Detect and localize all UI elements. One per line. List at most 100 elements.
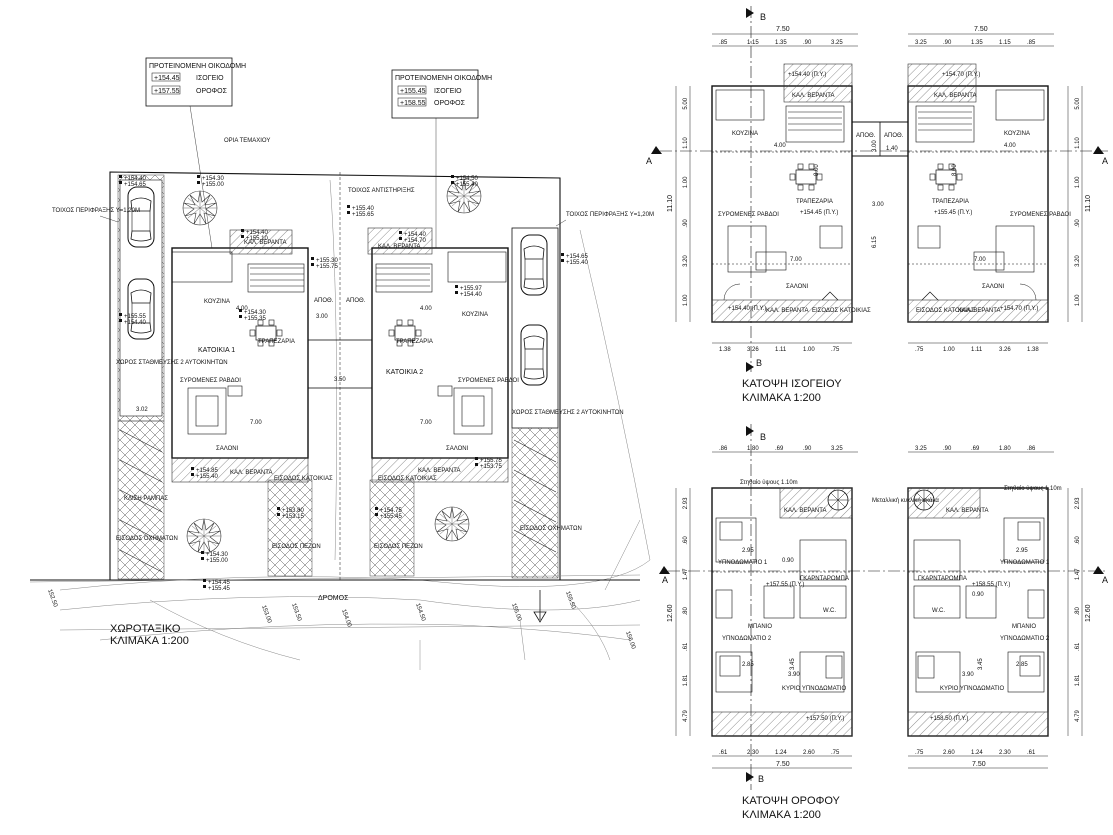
gf-level-bottom-left: +154.40 (Π.Υ.) — [728, 306, 766, 312]
gf-mid-dim-0: 3.00 — [872, 140, 878, 152]
level-marker-icon — [455, 291, 458, 294]
house-entrance-2: ΕΙΣΟΔΟΣ ΚΑΤΟΙΚΙΑΣ — [378, 476, 437, 482]
ff-support-note-right: Στηθαίο ύψους 1.10m — [1004, 486, 1062, 492]
gf-entrance-left: ΕΙΣΟΔΟΣ ΚΑΤΟΙΚΙΑΣ — [812, 308, 871, 314]
ff-top-right-dim-2: .69 — [971, 446, 980, 452]
ff-bottom-right-dim-0: .75 — [915, 750, 924, 756]
contour-label-1: 154.00 — [340, 609, 352, 629]
gf-side-left-dim-3: .90 — [683, 219, 689, 228]
ff-top-left-dim-1: 1.80 — [747, 446, 759, 452]
ff-wardrobe-left: ΓΚΑΡΝΤΑΡΟΜΠΑ — [800, 576, 849, 582]
gf-mid-dims: 3.006.151.403.00 — [872, 140, 898, 248]
ff-scale: ΚΛΙΜΑΚΑ 1:200 — [742, 809, 821, 821]
gf-side-right-dim-5: 1.00 — [1075, 294, 1081, 306]
level-marker-icon — [201, 557, 204, 560]
ff-wardrobe-right: ΓΚΑΡΝΤΑΡΟΜΠΑ — [918, 576, 967, 582]
contour-label-4: 155.50 — [564, 591, 576, 611]
level-marker-icon — [203, 579, 206, 582]
ff-master-left: ΚΥΡΙΟ ΥΠΝΟΔΩΜΑΤΙΟ — [782, 686, 846, 692]
site-level-0: +154.40 — [124, 176, 147, 182]
site-level-2: +154.30 — [202, 176, 225, 182]
site-level-14: +154.50 — [456, 176, 479, 182]
gf-scale: ΚΛΙΜΑΚΑ 1:200 — [742, 392, 821, 404]
level-marker-icon — [375, 513, 378, 516]
ff-bottom-total-right: 7.50 — [972, 761, 986, 768]
gf-side-right-dim-2: 1.00 — [1075, 176, 1081, 188]
ff-wc-left: W.C. — [823, 608, 836, 614]
road-label: ΔΡΟΜΟΣ — [318, 595, 349, 602]
contour-label-7: 152.50 — [46, 589, 58, 609]
pedestrian-entrance-2: ΕΙΣΟΔΟΣ ΠΕΖΩΝ — [374, 544, 423, 550]
contour-label-6: 153.00 — [260, 605, 272, 625]
ff-side-left-dim-0: 2.93 — [683, 497, 689, 509]
level-marker-icon — [399, 231, 402, 234]
ff-support-note-left: Στηθαίο ύψους 1.10m — [740, 480, 798, 486]
gf-bottom-right-dim-4: 1.38 — [1027, 347, 1039, 353]
ff-inner-2-95-left: 2.95 — [742, 548, 754, 554]
level-marker-icon — [475, 457, 478, 460]
ff-bottom-right-dim-1: 2.60 — [943, 750, 955, 756]
level-marker-icon — [311, 263, 314, 266]
ff-top-right-dim-0: 3.25 — [915, 446, 927, 452]
level-marker-icon — [561, 253, 564, 256]
gf-inner-7-00-right: 7.00 — [974, 257, 986, 263]
level-marker-icon — [561, 259, 564, 262]
ff-title: ΚΑΤΟΨΗ ΟΡΟΦΟΥ — [742, 795, 841, 807]
gf-kitchen-left: ΚΟΥΖΙΝΑ — [732, 131, 758, 137]
level-marker-icon — [455, 285, 458, 288]
gf-top-right-dim-1: .90 — [943, 40, 952, 46]
gf-side-left-dim-0: 5.00 — [683, 97, 689, 109]
kitchen-1-label: ΚΟΥΖΙΝΑ — [204, 299, 230, 305]
gf-top-total-left: 7.50 — [776, 26, 790, 33]
ff-side-right-dim-0: 2.93 — [1075, 497, 1081, 509]
gf-top-right-dim-2: 1.35 — [971, 40, 983, 46]
gf-mid-dim-1: 6.15 — [872, 236, 878, 248]
dim-7-00-b: 7.00 — [420, 420, 432, 426]
ff-inner-3-90-right: 3.90 — [962, 672, 974, 678]
gf-inner-8-00-right: 8.00 — [952, 164, 958, 176]
ff-top-right-dim-3: 1.80 — [999, 446, 1011, 452]
dim-4-00-a: 4.00 — [236, 306, 248, 312]
site-level-26: +153.80 — [282, 508, 305, 514]
ff-side-dims-right: 2.93.601.47.80.611.814.79 — [1075, 497, 1081, 722]
site-level-1: +154.65 — [124, 182, 147, 188]
site-level-30: +154.30 — [206, 552, 229, 558]
ff-bottom-left-dim-1: 2.30 — [747, 750, 759, 756]
ff-bedroom1-right: ΥΠΝΟΔΩΜΑΤΙΟ 1 — [1000, 560, 1050, 566]
pedestrian-entrance-1: ΕΙΣΟΔΟΣ ΠΕΖΩΝ — [272, 544, 321, 550]
ff-level-right: +158.55 (Π.Υ.) — [972, 582, 1010, 588]
gf-top-left-dim-1: 1.15 — [747, 40, 759, 46]
house-2-outline — [367, 227, 509, 483]
dining-1-label: ΤΡΑΠΕΖΑΡΙΑ — [258, 339, 295, 345]
level-marker-icon — [277, 507, 280, 510]
ff-bottom-left-dim-2: 1.24 — [775, 750, 787, 756]
ff-level-left: +157.55 (Π.Υ.) — [766, 582, 804, 588]
gf-side-left-dim-5: 1.00 — [683, 294, 689, 306]
gf-top-right-dim-0: 3.25 — [915, 40, 927, 46]
level-marker-icon — [451, 175, 454, 178]
level-marker-icon — [375, 507, 378, 510]
level-marker-icon — [347, 205, 350, 208]
gf-dining-right: ΤΡΑΠΕΖΑΡΙΑ — [932, 199, 969, 205]
gf-bottom-right-dim-2: 1.11 — [971, 347, 983, 353]
gf-top-left-dim-3: .90 — [803, 40, 812, 46]
site-plan-title: ΧΩΡΟΤΑΞΙΚΟ — [110, 623, 181, 635]
level-marker-icon — [197, 181, 200, 184]
site-level-5: +155.10 — [246, 236, 269, 242]
ff-bottom-left-dim-3: 2.60 — [803, 750, 815, 756]
proposed-label-2a: ΙΣΟΓΕΙΟ — [434, 88, 462, 95]
proposed-building-box-2: ΠΡΟΤΕΙΝΟΜΕΝΗ ΟΙΚΟΔΟΜΗ +155.45 ΙΣΟΓΕΙΟ +1… — [391, 69, 492, 248]
site-level-markers: +154.40+154.65+154.30+155.00+154.40+155.… — [119, 175, 589, 592]
site-level-20: +155.55 — [124, 314, 147, 320]
perimeter-wall-left: ΤΟΙΧΟΣ ΠΕΡΙΦΡΑΞΗΣ Υ=1,20Μ — [52, 208, 140, 214]
site-level-3: +155.00 — [202, 182, 225, 188]
retaining-wall-label: ΤΟΙΧΟΣ ΑΝΤΙΣΤΗΡΙΞΗΣ — [348, 188, 415, 194]
gf-side-left-dim-4: 3.20 — [683, 255, 689, 267]
site-level-22: +154.85 — [196, 468, 219, 474]
level-marker-icon — [241, 235, 244, 238]
gf-house-right — [907, 63, 1049, 323]
ff-bedroom2-left: ΥΠΝΟΔΩΜΑΤΙΟ 2 — [722, 636, 772, 642]
site-level-21: +154.40 — [124, 320, 147, 326]
